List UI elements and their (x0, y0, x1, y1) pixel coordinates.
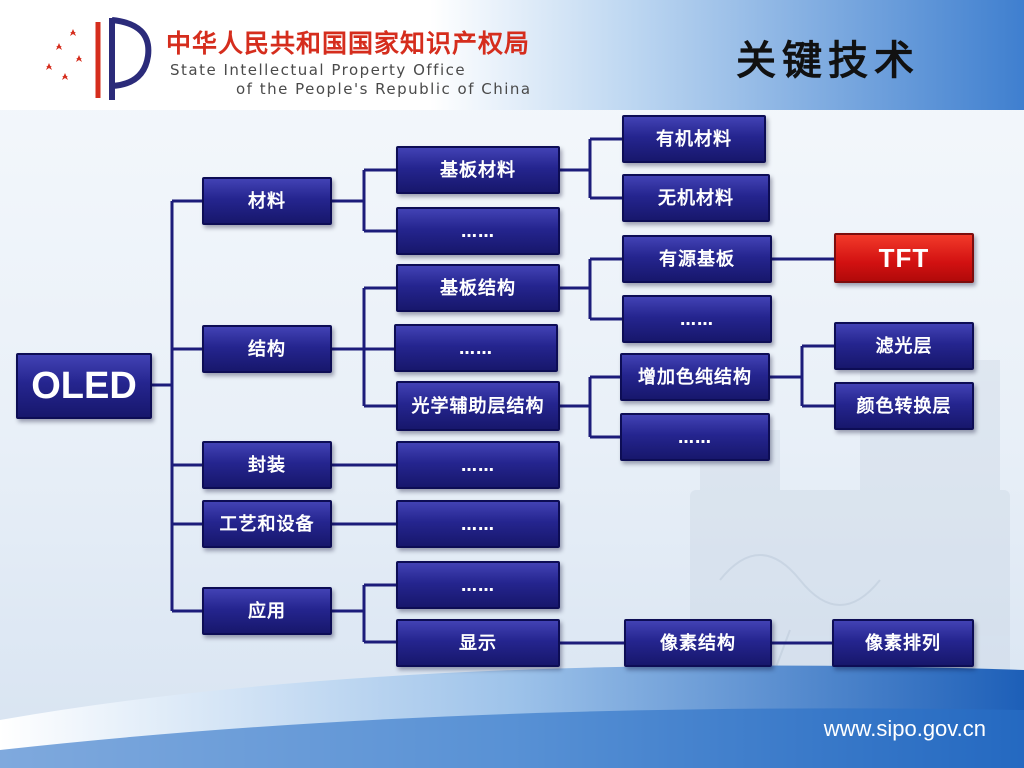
node-packaging-etc: …… (396, 441, 560, 489)
node-active-substrate: 有源基板 (622, 235, 772, 283)
node-process-etc: …… (396, 500, 560, 548)
node-optical-layer: 光学辅助层结构 (396, 381, 560, 431)
org-name-english-line2: of the People's Republic of China (236, 80, 532, 98)
footer-url[interactable]: www.sipo.gov.cn (823, 716, 986, 741)
node-material-etc: …… (396, 207, 560, 255)
node-application-etc: …… (396, 561, 560, 609)
node-substrate-structure: 基板结构 (396, 264, 560, 312)
org-name-chinese: 中华人民共和国国家知识产权局 (166, 29, 531, 58)
page-title: 关键技术 (736, 37, 920, 84)
connector-structure (332, 286, 396, 408)
node-tft: TFT (834, 233, 974, 283)
node-packaging: 封装 (202, 441, 332, 489)
connector-color-purity (770, 344, 834, 408)
node-organic-material: 有机材料 (622, 115, 766, 163)
connector-optical-layer (560, 375, 622, 439)
connector-application (332, 583, 396, 644)
header-bar: 中华人民共和国国家知识产权局 State Intellectual Proper… (0, 0, 1024, 110)
node-filter-layer: 滤光层 (834, 322, 974, 370)
node-structure-etc: …… (394, 324, 558, 372)
node-color-purity-structure: 增加色纯结构 (620, 353, 770, 401)
node-substrate-material: 基板材料 (396, 146, 560, 194)
sipo-logo (46, 17, 152, 100)
node-structure: 结构 (202, 325, 332, 373)
node-material: 材料 (202, 177, 332, 225)
connector-root-level1 (152, 199, 202, 613)
node-substrate-etc: …… (622, 295, 772, 343)
node-pixel-structure: 像素结构 (624, 619, 772, 667)
node-process-equipment: 工艺和设备 (202, 500, 332, 548)
org-name-english-line1: State Intellectual Property Office (170, 61, 467, 79)
node-optical-etc: …… (620, 413, 770, 461)
connector-substrate-structure (560, 257, 622, 321)
connector-material (332, 168, 396, 233)
node-oled: OLED (16, 353, 152, 419)
background-decoration (0, 360, 1024, 768)
node-application: 应用 (202, 587, 332, 635)
connector-substrate-material (560, 137, 622, 200)
node-display: 显示 (396, 619, 560, 667)
node-color-conversion-layer: 颜色转换层 (834, 382, 974, 430)
node-pixel-arrangement: 像素排列 (832, 619, 974, 667)
node-inorganic-material: 无机材料 (622, 174, 770, 222)
